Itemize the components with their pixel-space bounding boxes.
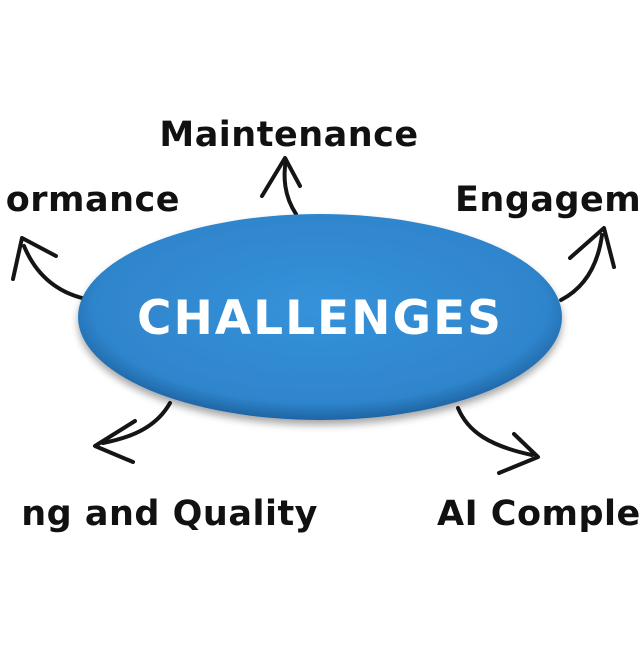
branch-label-ai: AI Comple <box>437 494 640 534</box>
center-node: CHALLENGES <box>78 214 562 420</box>
branch-label-performance: ormance <box>6 180 180 220</box>
branch-label-engagement: Engagem <box>455 180 640 220</box>
arrow-ai <box>456 406 540 475</box>
center-oval <box>78 214 562 420</box>
arrow-testing <box>93 401 172 464</box>
arrow-maintenance <box>260 156 302 216</box>
arrow-engagement <box>559 226 616 302</box>
arrow-performance <box>11 236 84 300</box>
branch-label-testing: ng and Quality <box>21 494 318 534</box>
branch-label-maintenance: Maintenance <box>159 115 418 155</box>
center-label: CHALLENGES <box>137 291 503 346</box>
